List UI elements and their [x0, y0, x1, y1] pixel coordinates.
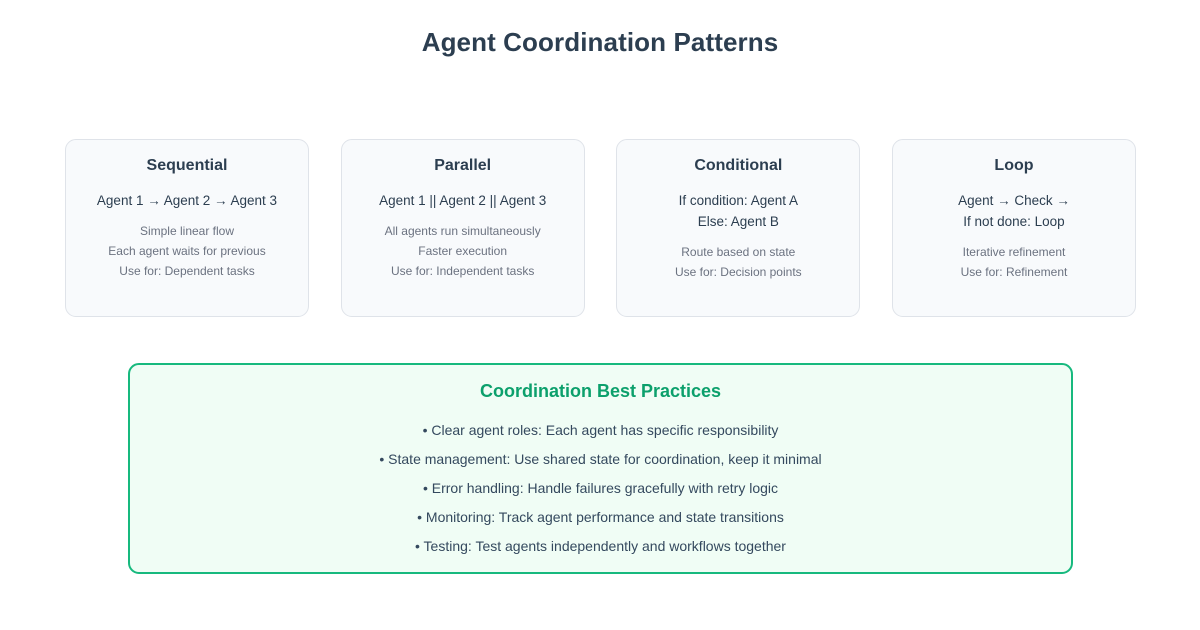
pattern-card-title: Loop: [994, 157, 1034, 174]
pattern-card-title: Conditional: [694, 157, 783, 174]
best-practices-title: Coordination Best Practices: [479, 381, 722, 401]
pattern-card-title: Parallel: [434, 157, 492, 174]
pattern-card-detail: Each agent waits for previous: [108, 244, 266, 258]
pattern-card-detail: Use for: Refinement: [960, 265, 1068, 279]
best-practices-item: • Error handling: Handle failures gracef…: [422, 480, 779, 496]
page-title: Agent Coordination Patterns: [421, 27, 779, 57]
pattern-card-detail: Iterative refinement: [962, 245, 1066, 259]
pattern-card-flow-line: Agent 1 → Agent 2 → Agent 3: [96, 193, 278, 208]
pattern-card-detail: Use for: Decision points: [674, 265, 802, 279]
pattern-card-flow-line: If not done: Loop: [963, 214, 1065, 229]
pattern-card-detail: Simple linear flow: [139, 224, 235, 238]
pattern-card-flow-line: Else: Agent B: [697, 214, 779, 229]
best-practices-item: • Clear agent roles: Each agent has spec…: [422, 422, 779, 438]
best-practices-item: • Testing: Test agents independently and…: [415, 538, 786, 554]
pattern-card-parallel: Parallel Agent 1 || Agent 2 || Agent 3 A…: [340, 139, 585, 317]
best-practices-panel: Coordination Best Practices • Clear agen…: [128, 363, 1073, 574]
pattern-card-flow-line: If condition: Agent A: [678, 193, 798, 208]
pattern-card-detail: Route based on state: [681, 245, 796, 259]
pattern-card-flow-line: Agent 1 || Agent 2 || Agent 3: [379, 193, 547, 208]
pattern-card-loop: Loop Agent → Check → If not done: Loop I…: [891, 139, 1136, 317]
pattern-card-flow-line: Agent → Check →: [958, 193, 1070, 208]
pattern-cards-row: Sequential Agent 1 → Agent 2 → Agent 3 S…: [65, 139, 1136, 317]
pattern-card-detail: All agents run simultaneously: [384, 224, 541, 238]
pattern-card-conditional: Conditional If condition: Agent A Else: …: [616, 139, 861, 317]
pattern-card-title: Sequential: [146, 157, 228, 174]
pattern-card-detail: Faster execution: [418, 244, 508, 258]
best-practices-item: • State management: Use shared state for…: [379, 451, 822, 467]
best-practices-item: • Monitoring: Track agent performance an…: [417, 509, 784, 525]
pattern-card-sequential: Sequential Agent 1 → Agent 2 → Agent 3 S…: [65, 139, 309, 317]
pattern-card-detail: Use for: Dependent tasks: [119, 264, 255, 278]
pattern-card-detail: Use for: Independent tasks: [390, 264, 535, 278]
